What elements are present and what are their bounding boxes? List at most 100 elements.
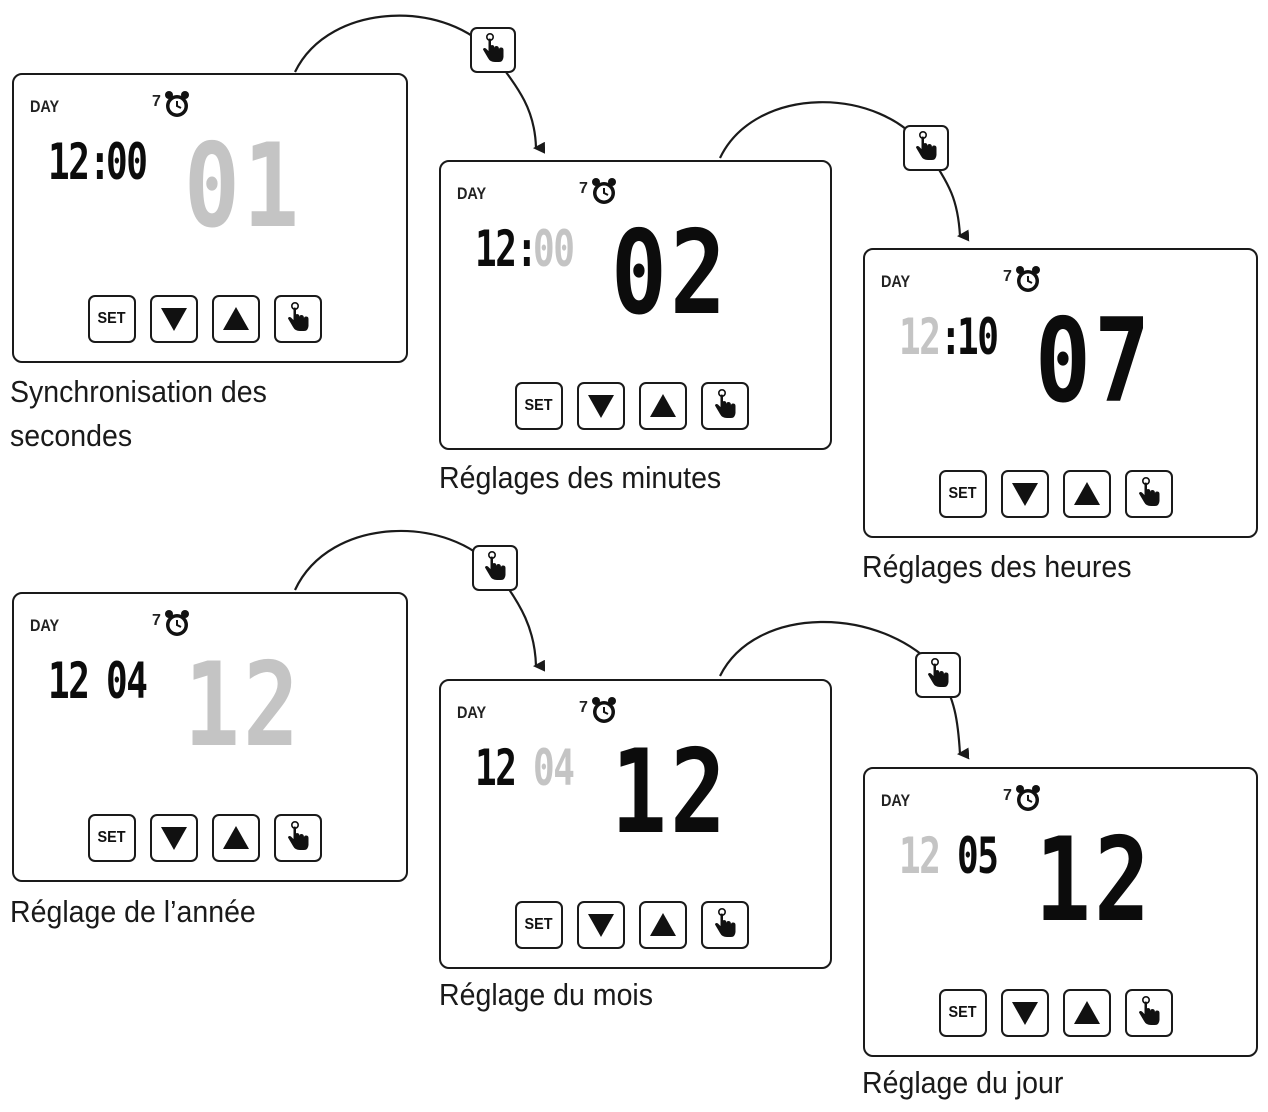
alarm-indicator: 7 — [152, 89, 192, 123]
touch-button[interactable] — [1125, 470, 1173, 518]
time-left-digits: 12 — [48, 133, 90, 191]
touch-button[interactable] — [274, 814, 322, 862]
down-button[interactable] — [150, 814, 198, 862]
time-separator: : — [516, 220, 538, 278]
day-label: DAY — [30, 616, 60, 635]
time-right-digits: 00 — [106, 133, 148, 191]
set-button[interactable]: SET — [88, 295, 136, 343]
alarm-number: 7 — [152, 612, 161, 629]
arrow-month-to-day — [719, 620, 970, 760]
lcd-screen-minutes: DAY 7 12 : 00 02 SET — [439, 160, 832, 450]
up-triangle-icon — [1074, 482, 1100, 505]
time-separator: : — [89, 133, 111, 191]
set-label: SET — [97, 829, 127, 846]
flow-touch-button-4 — [915, 652, 961, 698]
up-button[interactable] — [1063, 989, 1111, 1037]
control-buttons: SET — [939, 989, 1173, 1037]
up-button[interactable] — [212, 814, 260, 862]
up-button[interactable] — [639, 901, 687, 949]
down-triangle-icon — [161, 308, 187, 331]
down-button[interactable] — [1001, 470, 1049, 518]
time-left-digits: 12 — [475, 739, 517, 797]
down-triangle-icon — [1012, 483, 1038, 506]
set-button[interactable]: SET — [515, 901, 563, 949]
flow-touch-button-1 — [470, 27, 516, 73]
touch-hand-icon — [480, 550, 510, 587]
touch-hand-icon — [283, 301, 313, 338]
caption-seconds: Synchronisation des secondes — [10, 374, 267, 453]
alarm-indicator: 7 — [152, 608, 192, 642]
flow-touch-button-2 — [903, 125, 949, 171]
down-triangle-icon — [588, 914, 614, 937]
alarm-number: 7 — [1003, 268, 1012, 285]
up-button[interactable] — [1063, 470, 1111, 518]
down-button[interactable] — [1001, 989, 1049, 1037]
time-separator: : — [940, 308, 962, 366]
alarm-indicator: 7 — [1003, 783, 1043, 817]
down-button[interactable] — [150, 295, 198, 343]
set-button[interactable]: SET — [939, 989, 987, 1037]
alarm-number: 7 — [579, 699, 588, 716]
time-right-digits: 04 — [533, 739, 575, 797]
touch-hand-icon — [923, 657, 953, 694]
touch-hand-icon — [478, 32, 508, 69]
big-value-digits: 12 — [611, 725, 730, 860]
set-label: SET — [948, 485, 978, 502]
set-label: SET — [524, 916, 554, 933]
touch-hand-icon — [710, 907, 740, 944]
lcd-screen-hours: DAY 7 12 : 10 07 SET — [863, 248, 1258, 538]
arrow-minutes-to-hours — [719, 101, 970, 242]
time-right-digits: 04 — [106, 652, 148, 710]
touch-hand-icon — [911, 130, 941, 167]
big-value-digits: 02 — [611, 206, 730, 341]
set-label: SET — [97, 310, 127, 327]
touch-hand-icon — [283, 820, 313, 857]
caption-year: Réglage de l’année — [10, 894, 256, 929]
time-right-digits: 05 — [957, 827, 999, 885]
down-triangle-icon — [161, 827, 187, 850]
time-right-digits: 00 — [533, 220, 575, 278]
alarm-indicator: 7 — [579, 695, 619, 729]
alarm-number: 7 — [579, 180, 588, 197]
set-button[interactable]: SET — [515, 382, 563, 430]
up-triangle-icon — [223, 826, 249, 849]
touch-hand-icon — [1134, 995, 1164, 1032]
up-button[interactable] — [212, 295, 260, 343]
alarm-number: 7 — [1003, 787, 1012, 804]
set-label: SET — [948, 1004, 978, 1021]
time-right-digits: 10 — [957, 308, 999, 366]
up-button[interactable] — [639, 382, 687, 430]
day-label: DAY — [457, 184, 487, 203]
caption-minutes: Réglages des minutes — [439, 460, 722, 495]
touch-button[interactable] — [701, 901, 749, 949]
touch-button[interactable] — [701, 382, 749, 430]
day-label: DAY — [457, 703, 487, 722]
set-button[interactable]: SET — [88, 814, 136, 862]
day-label: DAY — [881, 791, 911, 810]
set-button[interactable]: SET — [939, 470, 987, 518]
time-left-digits: 12 — [48, 652, 90, 710]
down-button[interactable] — [577, 901, 625, 949]
lcd-screen-month: DAY 7 12 04 12 SET — [439, 679, 832, 969]
up-triangle-icon — [650, 394, 676, 417]
control-buttons: SET — [88, 814, 322, 862]
control-buttons: SET — [515, 382, 749, 430]
big-value-digits: 12 — [1035, 813, 1154, 948]
caption-hours: Réglages des heures — [862, 549, 1132, 584]
down-triangle-icon — [1012, 1002, 1038, 1025]
control-buttons: SET — [515, 901, 749, 949]
day-label: DAY — [881, 272, 911, 291]
touch-button[interactable] — [1125, 989, 1173, 1037]
control-buttons: SET — [88, 295, 322, 343]
touch-button[interactable] — [274, 295, 322, 343]
big-value-digits: 07 — [1035, 294, 1154, 429]
big-value-digits: 01 — [184, 119, 303, 254]
time-left-digits: 12 — [899, 308, 941, 366]
time-left-digits: 12 — [475, 220, 517, 278]
lcd-screen-year: DAY 7 12 04 12 SET — [12, 592, 408, 882]
alarm-number: 7 — [152, 93, 161, 110]
big-value-digits: 12 — [184, 638, 303, 773]
down-triangle-icon — [588, 395, 614, 418]
down-button[interactable] — [577, 382, 625, 430]
up-triangle-icon — [1074, 1001, 1100, 1024]
